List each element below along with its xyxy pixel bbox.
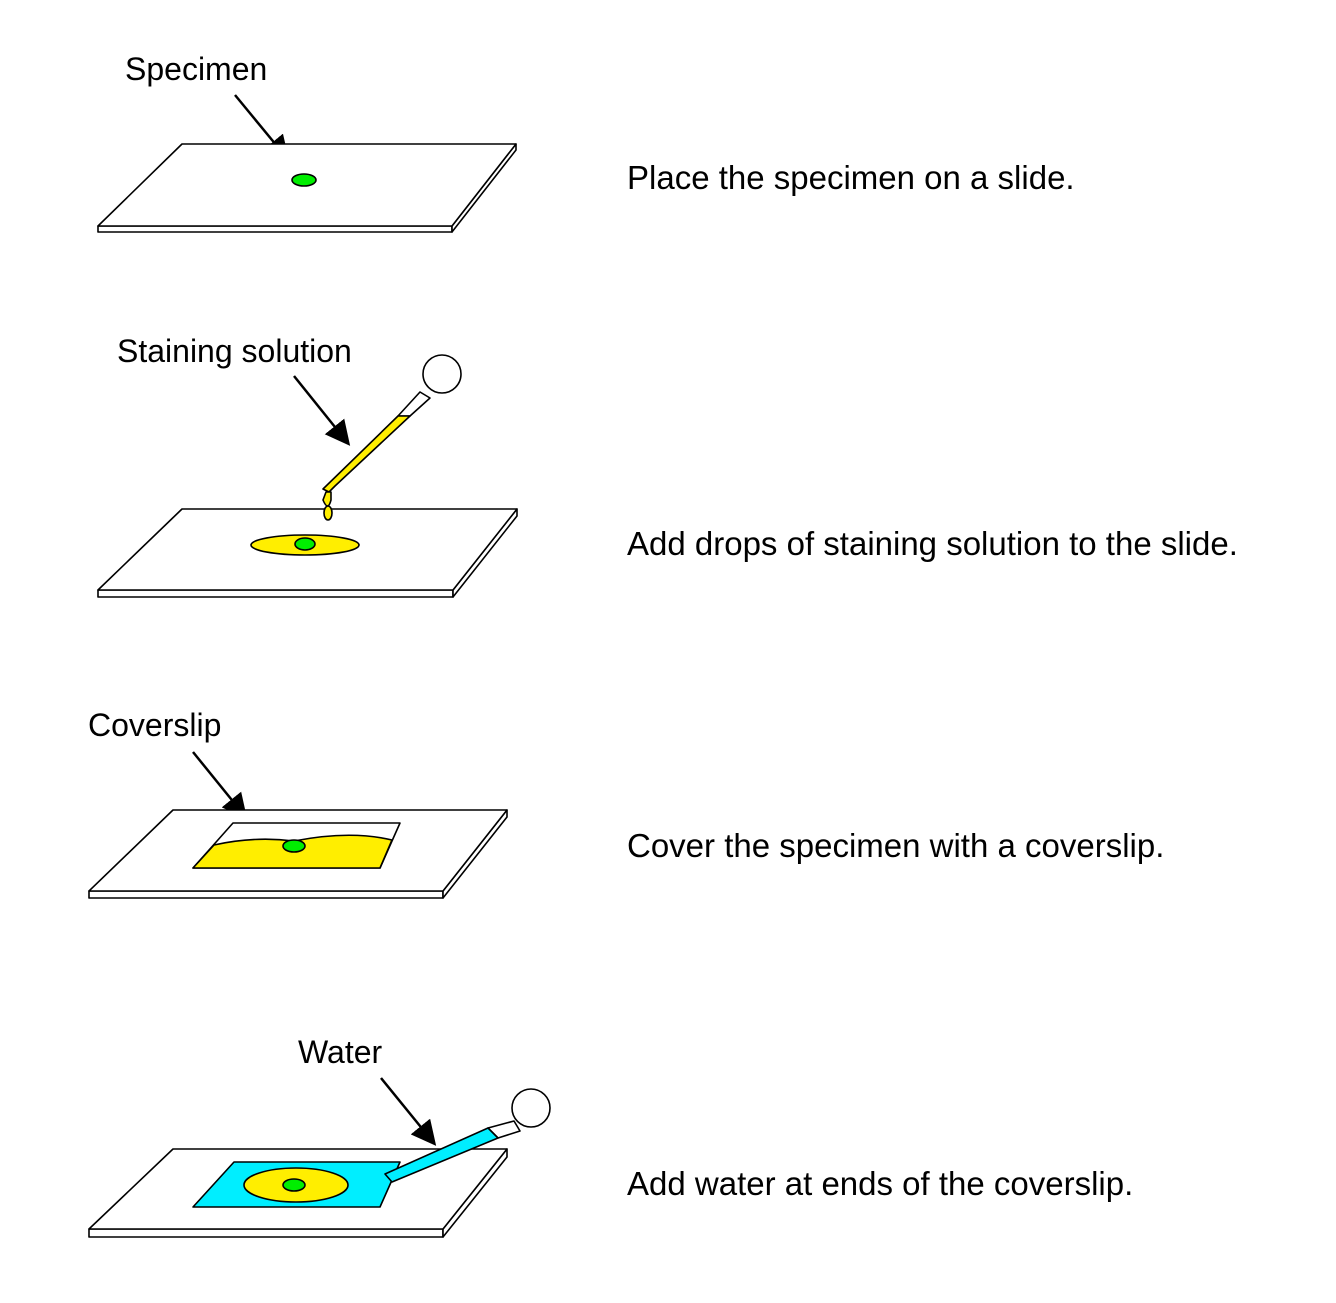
specimen-dot bbox=[282, 1178, 306, 1192]
coverslip-pointer-arrow bbox=[192, 751, 248, 819]
dropper-icon bbox=[322, 354, 462, 521]
step-4: Water Add water at ends of the coverslip… bbox=[88, 1034, 1133, 1238]
stain-droplet bbox=[323, 505, 333, 521]
staining-pointer-arrow bbox=[293, 375, 351, 446]
step-2: Staining solution Add drops of staining … bbox=[97, 333, 1238, 598]
specimen-dot bbox=[282, 839, 306, 853]
step-3-instruction: Cover the specimen with a coverslip. bbox=[627, 827, 1164, 864]
glass-slide bbox=[97, 143, 517, 233]
specimen-dot bbox=[294, 537, 316, 551]
coverslip-callout-label: Coverslip bbox=[88, 707, 221, 743]
step-1: Specimen Place the specimen on a slide. bbox=[97, 51, 1075, 233]
water-pointer-arrow bbox=[380, 1077, 437, 1146]
step-2-instruction: Add drops of staining solution to the sl… bbox=[627, 525, 1238, 562]
dropper-icon bbox=[384, 1088, 551, 1183]
step-1-instruction: Place the specimen on a slide. bbox=[627, 159, 1075, 196]
step-3: Coverslip Cover the specimen with a cove… bbox=[88, 707, 1164, 899]
water-callout-label: Water bbox=[298, 1034, 383, 1070]
staining-solution-callout-label: Staining solution bbox=[117, 333, 352, 369]
step-4-instruction: Add water at ends of the coverslip. bbox=[627, 1165, 1133, 1202]
specimen-dot bbox=[291, 173, 317, 187]
specimen-callout-label: Specimen bbox=[125, 51, 267, 87]
